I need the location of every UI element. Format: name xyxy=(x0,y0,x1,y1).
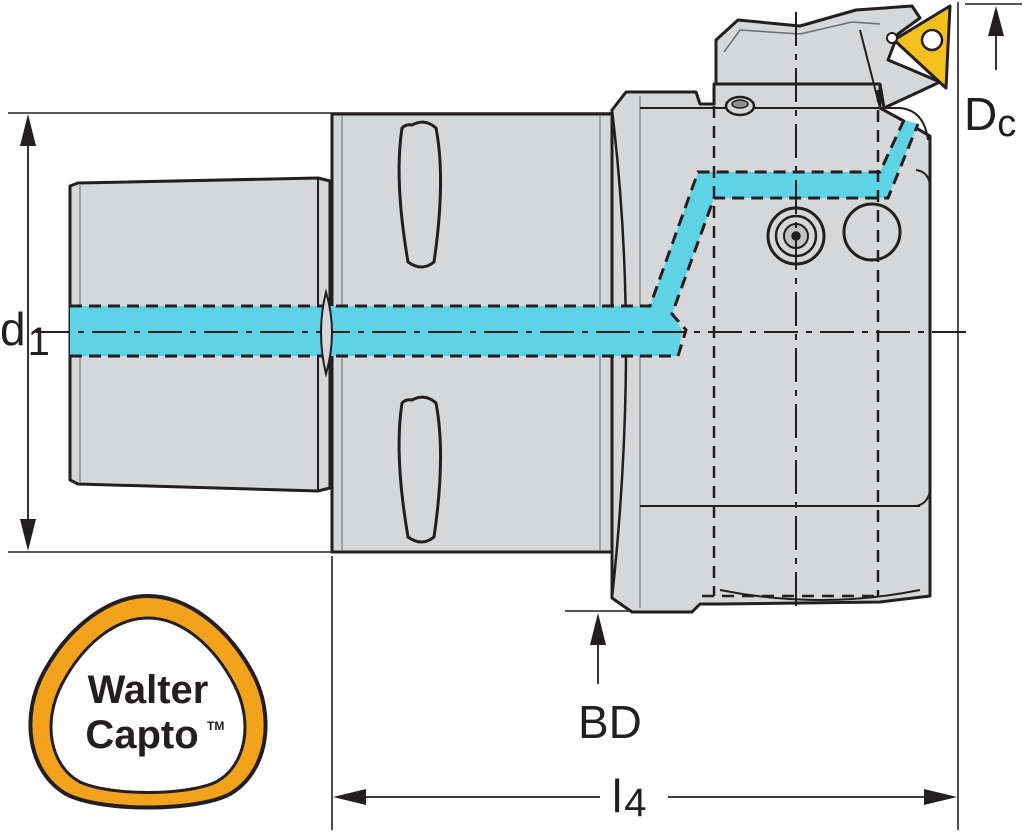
shank-face xyxy=(320,288,333,378)
d1-label: d1 xyxy=(0,303,50,364)
insert-holder xyxy=(714,4,942,110)
lower-key-slot xyxy=(397,395,443,544)
upper-key-slot xyxy=(397,120,443,269)
walter-capto-logo: Walter Capto TM xyxy=(28,593,268,810)
hidden-lines xyxy=(702,86,880,598)
logo-capto: Capto xyxy=(85,713,198,757)
dc-label: Dc xyxy=(964,88,1016,145)
l4-label: l4 xyxy=(612,770,646,825)
bd-label: BD xyxy=(578,696,642,748)
screws xyxy=(724,95,902,266)
dc-dimension-arrow xyxy=(988,6,1004,70)
bd-dimension-arrow xyxy=(590,613,606,684)
dimension-labels: d1 Dc BD l4 xyxy=(0,88,1016,825)
l4-dimension-arrow xyxy=(333,789,957,805)
key-slots xyxy=(397,120,443,544)
d1-dimension-arrow xyxy=(20,114,36,551)
locking-screw xyxy=(842,202,902,262)
cutting-insert xyxy=(886,4,952,90)
coolant-channel xyxy=(70,119,920,358)
center-lines xyxy=(36,12,972,610)
logo-trademark: TM xyxy=(207,719,224,733)
logo-walter: Walter xyxy=(88,668,209,712)
